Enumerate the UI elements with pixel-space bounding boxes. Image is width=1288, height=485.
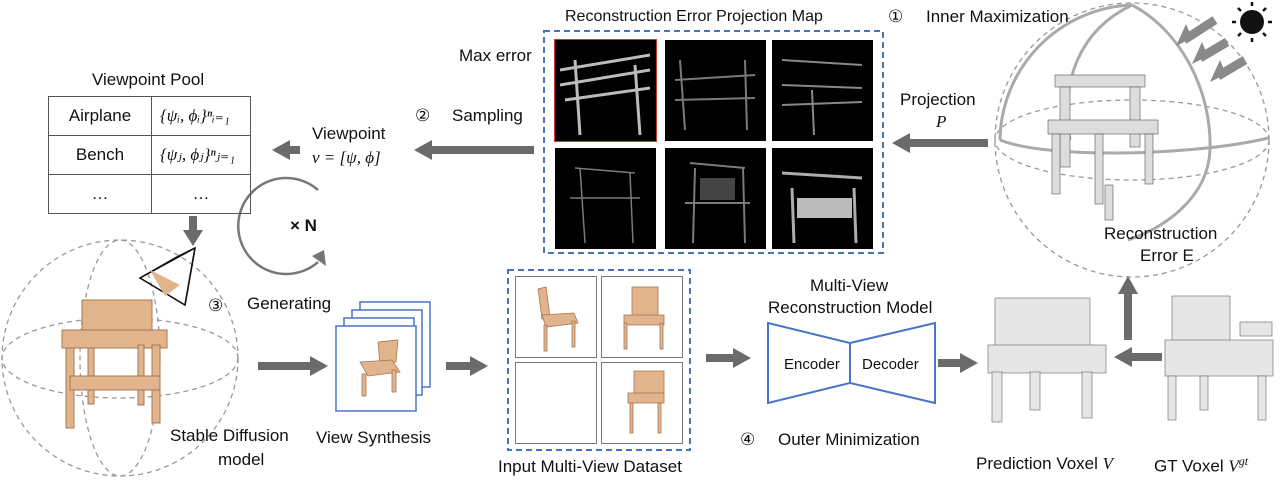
pool-angles: … xyxy=(151,174,251,214)
error-tile-6 xyxy=(772,148,873,249)
step4-number: ④ xyxy=(740,430,756,449)
gt-voxel xyxy=(1164,295,1274,421)
pool-angles: {ψⱼ, ϕⱼ}ⁿⱼ₌₁ xyxy=(151,135,251,175)
prediction-voxel-label: Prediction Voxel V xyxy=(976,454,1113,474)
light-rays xyxy=(1176,16,1248,82)
step1-number: ① xyxy=(888,7,904,26)
projection-label: Projection xyxy=(900,90,976,109)
table-row: Airplane {ψᵢ, ϕᵢ}ⁿᵢ₌₁ xyxy=(48,96,251,136)
stable-diffusion-line2: model xyxy=(218,450,265,469)
projection-sphere xyxy=(994,2,1270,278)
pool-category: … xyxy=(48,174,152,214)
error-map-title: Reconstruction Error Projection Map xyxy=(565,8,823,25)
synth-chair xyxy=(359,339,401,397)
dataset-label: Input Multi-View Dataset xyxy=(498,457,682,476)
error-tile-4 xyxy=(555,148,656,249)
pool-category: Bench xyxy=(48,135,152,175)
step2-label: Sampling xyxy=(452,106,523,125)
gt-symbol: V xyxy=(1228,456,1239,476)
table-row: … … xyxy=(48,174,251,214)
loop-arrow-icon xyxy=(237,176,326,276)
max-error-label: Max error xyxy=(459,46,532,65)
gt-text: GT Voxel xyxy=(1154,456,1224,476)
encoder-decoder xyxy=(767,321,936,405)
model-title-line1: Multi-View xyxy=(810,276,889,295)
viewpoint-formula: v = [ψ, ϕ] xyxy=(312,148,381,167)
step3-label: Generating xyxy=(247,294,332,313)
prediction-text: Prediction Voxel xyxy=(976,454,1098,473)
camera-icon xyxy=(138,246,196,307)
error-voxel-chair xyxy=(1047,74,1159,221)
gt-superscript: gt xyxy=(1238,454,1249,468)
error-tile-5 xyxy=(665,148,766,249)
model-title-line2: Reconstruction Model xyxy=(768,298,933,317)
decoder-label: Decoder xyxy=(862,356,919,373)
stable-diffusion-line1: Stable Diffusion xyxy=(170,426,289,445)
dataset-view-3 xyxy=(515,362,597,444)
dataset-view-2 xyxy=(601,276,683,358)
pool-angles: {ψᵢ, ϕᵢ}ⁿᵢ₌₁ xyxy=(151,96,251,136)
prediction-voxel xyxy=(987,297,1107,423)
dataset-view-4 xyxy=(601,362,683,444)
step4-label: Outer Minimization xyxy=(778,430,920,449)
step3-number: ③ xyxy=(208,296,224,315)
viewpoint-label: Viewpoint xyxy=(312,124,386,143)
error-tile-3 xyxy=(772,40,873,141)
gt-voxel-label: GT Voxel Vgt xyxy=(1154,451,1248,477)
table-row: Bench {ψⱼ, ϕⱼ}ⁿⱼ₌₁ xyxy=(48,135,251,175)
reconstruction-error-line1: Reconstruction xyxy=(1104,224,1218,243)
reconstruction-error-line2: Error E xyxy=(1140,246,1194,265)
diffusion-chair xyxy=(61,299,168,429)
error-tile-1 xyxy=(554,39,657,142)
viewpoint-pool-table: Airplane {ψᵢ, ϕᵢ}ⁿᵢ₌₁ Bench {ψⱼ, ϕⱼ}ⁿⱼ₌₁… xyxy=(48,96,251,214)
viewpoint-pool-title: Viewpoint Pool xyxy=(92,70,205,89)
error-map-frame xyxy=(543,30,884,254)
error-tile-2 xyxy=(665,40,766,141)
view-synthesis-label: View Synthesis xyxy=(316,428,431,447)
step1-label: Inner Maximization xyxy=(926,7,1069,26)
dataset-view-1 xyxy=(515,276,597,358)
sun-icon xyxy=(1232,2,1272,42)
prediction-symbol: V xyxy=(1102,454,1114,473)
projection-symbol: P xyxy=(936,112,947,131)
pool-category: Airplane xyxy=(48,96,152,136)
dataset-frame xyxy=(507,269,691,451)
step2-number: ② xyxy=(415,106,431,125)
loop-label: × N xyxy=(290,216,317,235)
encoder-label: Encoder xyxy=(784,356,840,373)
